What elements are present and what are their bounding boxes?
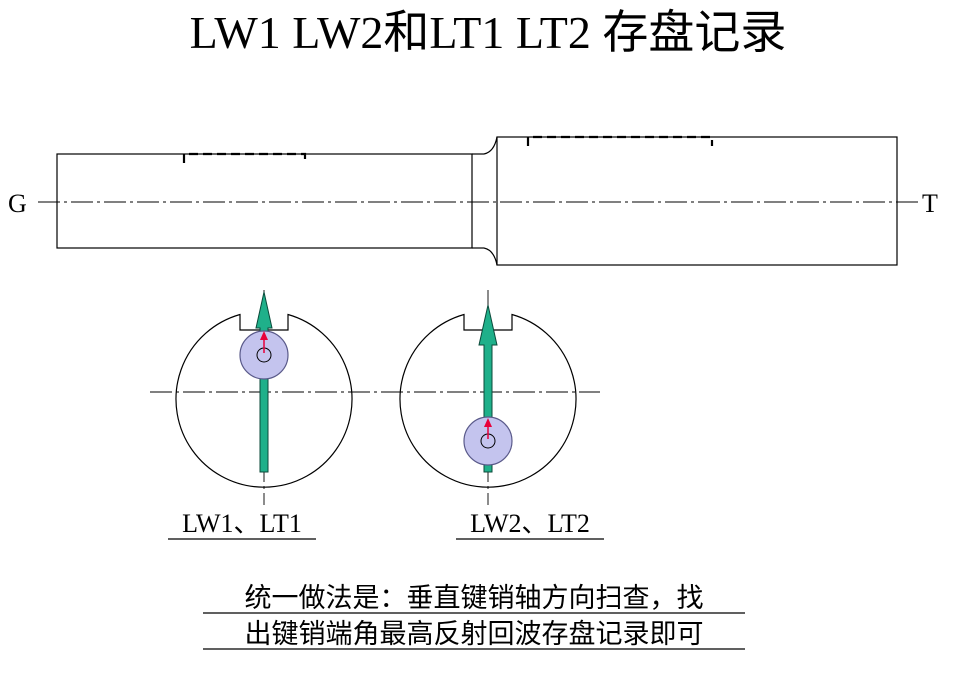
probe-disc-2 (463, 416, 513, 466)
shaft-left-section (56, 153, 473, 249)
shaft-fillet-bottom (483, 247, 498, 266)
cross-section-lw1-lt1 (175, 290, 353, 505)
page-title: LW1 LW2和LT1 LT2 存盘记录 (190, 7, 787, 58)
key-slot-right (526, 135, 714, 146)
shaft-section-outline-1 (175, 313, 353, 488)
direction-arrow-icon-1 (260, 331, 268, 340)
note-line-2: 出键销端角最高反射回波存盘记录即可 (245, 619, 704, 649)
shaft-right-section (496, 136, 898, 266)
key-slot-left (182, 152, 307, 163)
label-t-end: T (922, 189, 938, 218)
cross-section-lw2-lt2 (399, 290, 577, 505)
direction-arrow-icon-2 (484, 418, 492, 427)
shaft-fillet-top (483, 136, 498, 155)
label-g-end: G (8, 189, 27, 218)
note-line-1: 统一做法是：垂直键销轴方向扫查，找 (245, 583, 704, 613)
shaft-section-outline-2 (399, 313, 577, 488)
caption-lw2-lt2: LW2、LT2 (470, 509, 590, 538)
caption-lw1-lt1: LW1、LT1 (182, 509, 302, 538)
shaft-side-view (38, 135, 920, 266)
beam-arrow-1 (255, 291, 273, 473)
